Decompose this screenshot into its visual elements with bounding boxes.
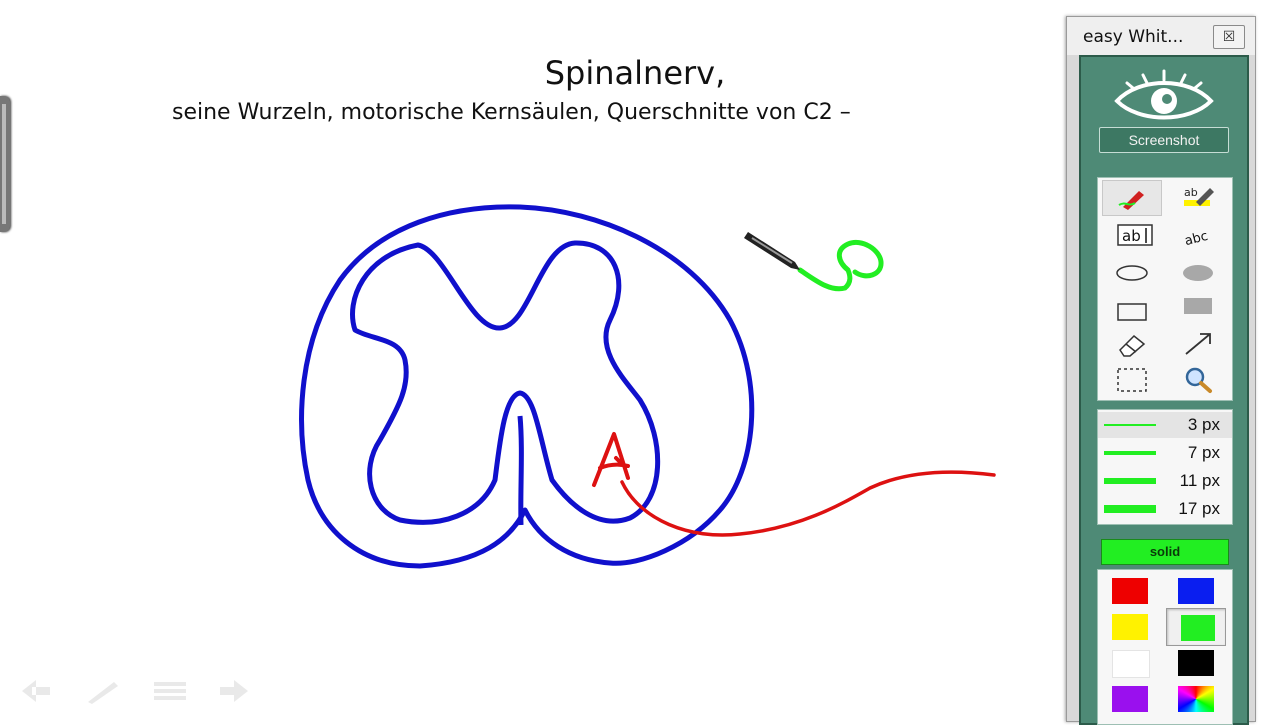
slide-title: Spinalnerv, [544, 54, 726, 92]
color-swatch-green-fill [1181, 615, 1215, 641]
highlighter-tool-button[interactable]: ab [1168, 180, 1226, 214]
pen-scribble-stroke [797, 240, 884, 292]
line-style-button[interactable]: solid [1101, 539, 1229, 565]
color-swatch-yellow[interactable] [1112, 614, 1148, 640]
width-option-7px[interactable]: 7 px [1098, 440, 1232, 466]
tool-grid: ab ab abc [1097, 177, 1233, 401]
arrow-tool-button[interactable] [1168, 326, 1226, 360]
palette-title: easy Whit... [1083, 27, 1184, 47]
next-slide-icon[interactable] [218, 678, 254, 704]
width-sample-line [1104, 424, 1156, 426]
arrow-icon [1185, 333, 1211, 355]
pen-cursor-icon [744, 232, 800, 270]
ellipse-filled-icon [1183, 265, 1213, 281]
eraser-icon [1119, 334, 1146, 357]
side-panel-handle[interactable] [0, 96, 10, 232]
previous-slide-icon[interactable] [16, 678, 52, 704]
grey-matter-outline [350, 240, 661, 525]
slide-subtitle: seine Wurzeln, motorische Kernsäulen, Qu… [172, 100, 851, 125]
width-option-11px[interactable]: 11 px [1098, 468, 1232, 494]
color-swatch-rainbow[interactable] [1178, 686, 1214, 712]
width-sample-line [1104, 505, 1156, 513]
width-label: 11 px [1179, 471, 1220, 490]
svg-text:ab: ab [1122, 227, 1141, 245]
annotation-letter: A [0, 0, 1, 1]
magnifier-icon [1185, 367, 1212, 393]
spinal-cord-outline [299, 204, 755, 569]
selection-icon [1117, 368, 1147, 392]
svg-text:abc: abc [1183, 229, 1209, 248]
text-icon: abc [1183, 229, 1209, 248]
eye-logo-icon [1114, 69, 1214, 120]
pen-tool-button[interactable] [1102, 180, 1162, 216]
text-box-tool-button[interactable]: ab [1102, 218, 1160, 252]
width-label: 7 px [1187, 443, 1220, 462]
annotation-a-stroke [592, 432, 630, 487]
color-swatch-red[interactable] [1112, 578, 1148, 604]
rectangle-tool-button[interactable] [1102, 294, 1160, 328]
palette-titlebar[interactable]: easy Whit... ☒ [1067, 17, 1255, 55]
pen-tool-icon[interactable] [84, 678, 120, 704]
text-tool-button[interactable]: abc [1168, 218, 1226, 252]
ellipse-tool-button[interactable] [1102, 256, 1160, 290]
pen-icon [1118, 191, 1144, 210]
stroke-width-list: 3 px 7 px 11 px 17 px [1097, 409, 1233, 525]
highlighter-icon: ab [1184, 186, 1214, 206]
filled-ellipse-tool-button[interactable] [1168, 256, 1226, 290]
svg-text:ab: ab [1184, 186, 1198, 199]
rectangle-outline-icon [1117, 303, 1147, 321]
color-swatch-purple[interactable] [1112, 686, 1148, 712]
color-swatch-white[interactable] [1112, 650, 1150, 678]
selection-tool-button[interactable] [1102, 362, 1160, 396]
slide-menu-icon[interactable] [152, 678, 188, 704]
rectangle-filled-icon [1184, 298, 1212, 314]
width-label: 3 px [1187, 415, 1220, 434]
width-label: 17 px [1178, 499, 1220, 518]
width-sample-line [1104, 451, 1156, 455]
zoom-tool-button[interactable] [1168, 362, 1226, 396]
width-sample-line [1104, 478, 1156, 484]
nerve-root-line [620, 470, 996, 537]
filled-rectangle-tool-button[interactable] [1168, 288, 1226, 322]
color-swatch-black[interactable] [1178, 650, 1214, 676]
screenshot-button[interactable]: Screenshot [1099, 127, 1229, 153]
eraser-tool-button[interactable] [1102, 326, 1160, 360]
median-fissure-line [517, 415, 524, 526]
color-swatch-green[interactable] [1166, 608, 1226, 646]
color-swatch-blue[interactable] [1178, 578, 1214, 604]
palette-body: Screenshot ab ab ab [1079, 55, 1249, 725]
ellipse-outline-icon [1116, 265, 1148, 281]
close-button[interactable]: ☒ [1213, 25, 1245, 49]
text-box-icon: ab [1117, 224, 1153, 246]
width-option-3px[interactable]: 3 px [1098, 412, 1232, 438]
whiteboard-palette-window: easy Whit... ☒ Screenshot ab [1066, 16, 1256, 725]
color-swatch-grid [1097, 569, 1233, 725]
width-option-17px[interactable]: 17 px [1098, 496, 1232, 522]
